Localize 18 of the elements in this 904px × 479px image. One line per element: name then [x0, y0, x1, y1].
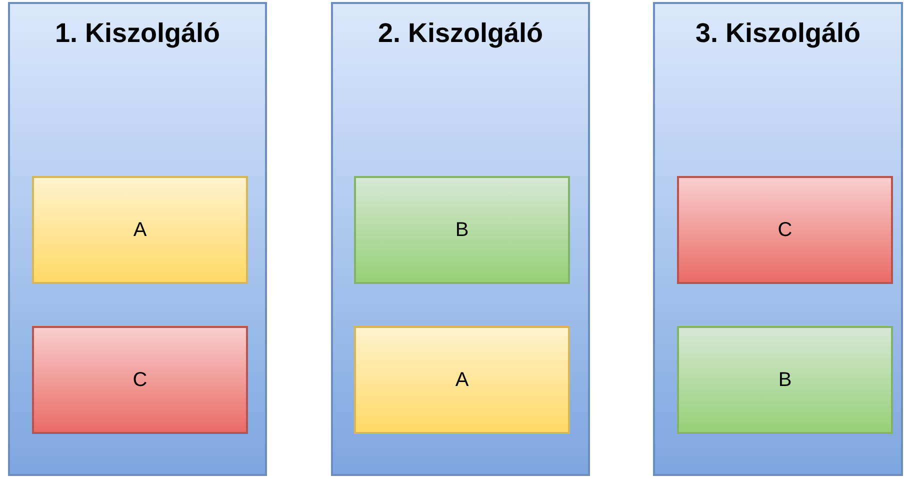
server-column [331, 2, 590, 476]
server-column [653, 2, 903, 476]
block-label: A [455, 368, 469, 392]
data-block [354, 326, 570, 434]
block-label: B [455, 218, 469, 242]
data-block [32, 176, 248, 284]
block-label: C [778, 218, 792, 242]
block-label: B [778, 368, 792, 392]
server-column [8, 2, 267, 476]
server-title: 2. Kiszolgáló [376, 18, 544, 49]
server-title: 3. Kiszolgáló [694, 18, 862, 49]
data-block [677, 176, 893, 284]
block-label: C [132, 368, 148, 392]
data-block [32, 326, 248, 434]
data-block [677, 326, 893, 434]
block-label: A [133, 218, 147, 242]
server-title: 1. Kiszolgáló [54, 18, 222, 49]
data-block [354, 176, 570, 284]
